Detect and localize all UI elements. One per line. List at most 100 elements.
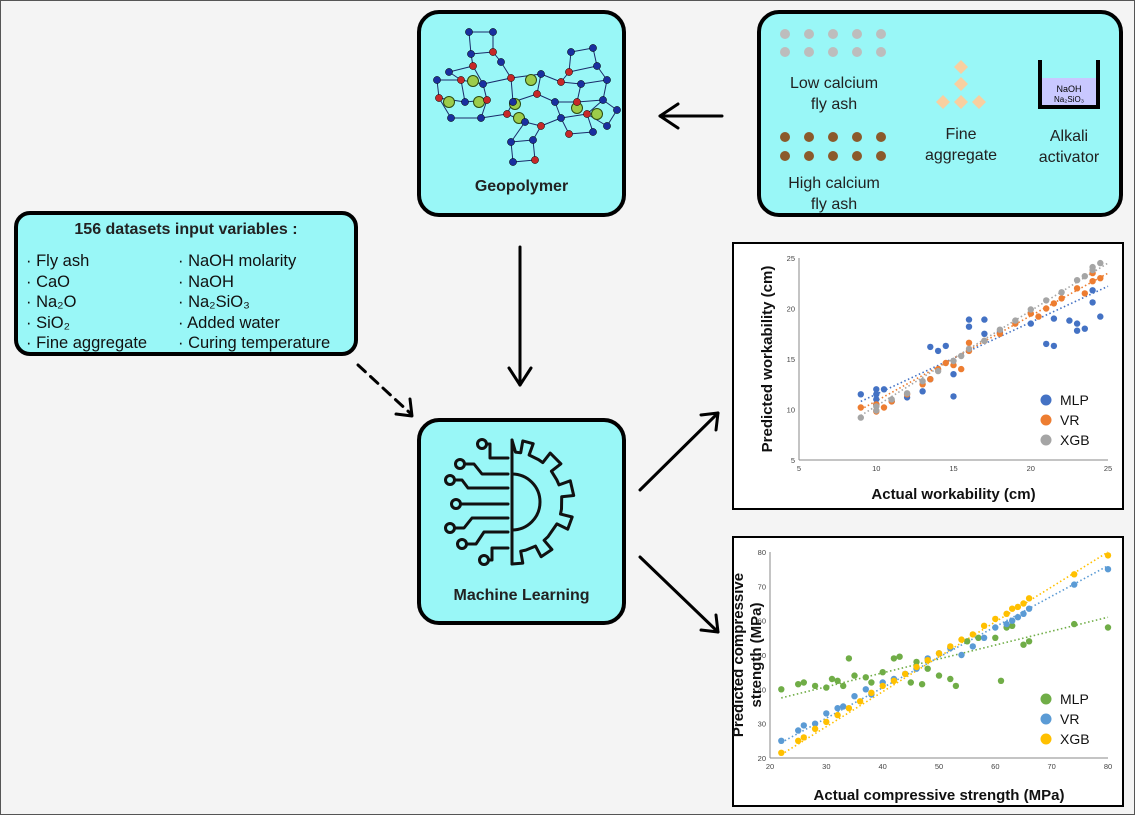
x-tick-label: 70 (1047, 762, 1055, 771)
network-red-node (507, 74, 515, 82)
data-point-xgb (913, 663, 920, 671)
legend-marker-xgb (1040, 733, 1052, 745)
network-bond (448, 65, 474, 73)
geopolymer-network-icon (433, 28, 621, 166)
fine-aggregate-line2: aggregate (924, 147, 998, 164)
low-calcium-label: Low calcium fly ash (769, 73, 899, 115)
data-point-mlp (981, 330, 988, 337)
network-bond (580, 79, 608, 85)
input-var-curing-temperature: · Curing temperature (178, 334, 331, 352)
data-point-mlp (1050, 342, 1058, 350)
geopolymer-box: Geopolymer (417, 10, 626, 217)
data-point-vr (834, 705, 841, 712)
data-point-mlp (1050, 315, 1058, 322)
low-calcium-line1: Low calcium (789, 75, 879, 92)
network-blue-node (551, 98, 559, 106)
x-tick-label: 40 (878, 762, 886, 771)
data-point-xgb (981, 337, 988, 344)
legend-label-vr: VR (1060, 711, 1079, 727)
arrow-inputs-to-ml-dashed (356, 363, 414, 418)
input-var-added-water: · Added water (178, 313, 280, 332)
data-point-xgb (965, 345, 973, 353)
network-red-node (483, 96, 491, 104)
data-point-xgb (856, 698, 864, 705)
series-mlp (857, 287, 1104, 408)
data-point-xgb (947, 643, 954, 650)
data-point-mlp (1073, 327, 1081, 334)
circuit-trace (452, 516, 510, 530)
y-tick-label: 20 (787, 305, 795, 314)
x-axis-title: Actual workability (cm) (871, 486, 1035, 503)
data-point-xgb (873, 403, 880, 410)
low-calcium-dot (828, 47, 838, 57)
legend-marker-mlp (1040, 394, 1052, 406)
data-point-vr (1089, 278, 1096, 285)
data-point-xgb (1012, 317, 1019, 324)
data-point-vr (992, 624, 999, 631)
aggregate-diamond (936, 95, 950, 109)
network-red-node (503, 110, 511, 118)
network-blue-node (521, 118, 529, 126)
data-point-xgb (980, 622, 988, 629)
network-blue-node (509, 98, 517, 106)
data-point-mlp (840, 682, 847, 690)
gear-half-outline (510, 438, 576, 566)
data-point-vr (942, 359, 949, 367)
data-point-xgb (1104, 552, 1112, 559)
network-bond (438, 97, 452, 119)
input-variables-box: 156 datasets input variables : · Fly ash… (14, 211, 358, 356)
data-point-xgb (834, 711, 841, 719)
machine-learning-box: Machine Learning (417, 418, 626, 625)
data-point-mlp (1025, 638, 1033, 645)
data-point-mlp (857, 391, 864, 398)
data-point-vr (880, 404, 888, 411)
data-point-xgb (1071, 571, 1078, 578)
data-point-xgb (958, 636, 965, 643)
circuit-node (454, 458, 466, 470)
plot-axes (798, 258, 1108, 461)
data-point-vr (840, 703, 847, 710)
network-blue-node (567, 48, 575, 56)
input-var-na2o: · Na₂O (26, 293, 77, 311)
data-point-mlp (1081, 325, 1088, 332)
x-tick-label: 80 (1104, 762, 1112, 771)
network-red-node (557, 78, 565, 86)
data-point-xgb (823, 718, 830, 726)
x-tick-label: 10 (872, 464, 880, 473)
circuit-node (444, 522, 456, 534)
data-point-mlp (950, 371, 957, 378)
series-mlp (778, 620, 1112, 693)
high-calcium-dot (780, 151, 790, 161)
gear-circuit-drawing (444, 438, 576, 566)
y-tick-label: 70 (758, 582, 766, 591)
input-var-sio2: · SiO₂ (26, 313, 70, 332)
data-point-mlp (873, 386, 880, 393)
data-point-mlp (924, 665, 931, 672)
geopolymer-network (433, 28, 621, 166)
data-point-mlp (880, 386, 888, 393)
x-tick-label: 20 (1027, 464, 1035, 473)
low-calcium-dot (852, 47, 862, 57)
input-var-fine-aggregate: · Fine aggregate (26, 334, 148, 352)
data-point-vr (969, 643, 976, 650)
data-point-xgb (1014, 603, 1022, 611)
data-point-vr (778, 737, 785, 744)
network-blue-node (577, 80, 585, 88)
data-point-mlp (851, 672, 858, 679)
data-point-mlp (950, 393, 957, 400)
data-point-xgb (800, 734, 807, 741)
circuit-trace (464, 530, 510, 546)
network-green-node (525, 74, 537, 86)
data-point-mlp (868, 679, 875, 686)
series-xgb (778, 552, 1112, 756)
network-blue-node (477, 114, 485, 122)
network-red-node (435, 94, 443, 102)
network-blue-node (537, 70, 545, 78)
data-point-xgb (845, 705, 853, 712)
trendline-xgb (780, 551, 1109, 756)
data-point-mlp (778, 686, 785, 693)
input-var-naoh: · NaOH (178, 272, 234, 291)
low-calcium-dot (804, 29, 814, 39)
